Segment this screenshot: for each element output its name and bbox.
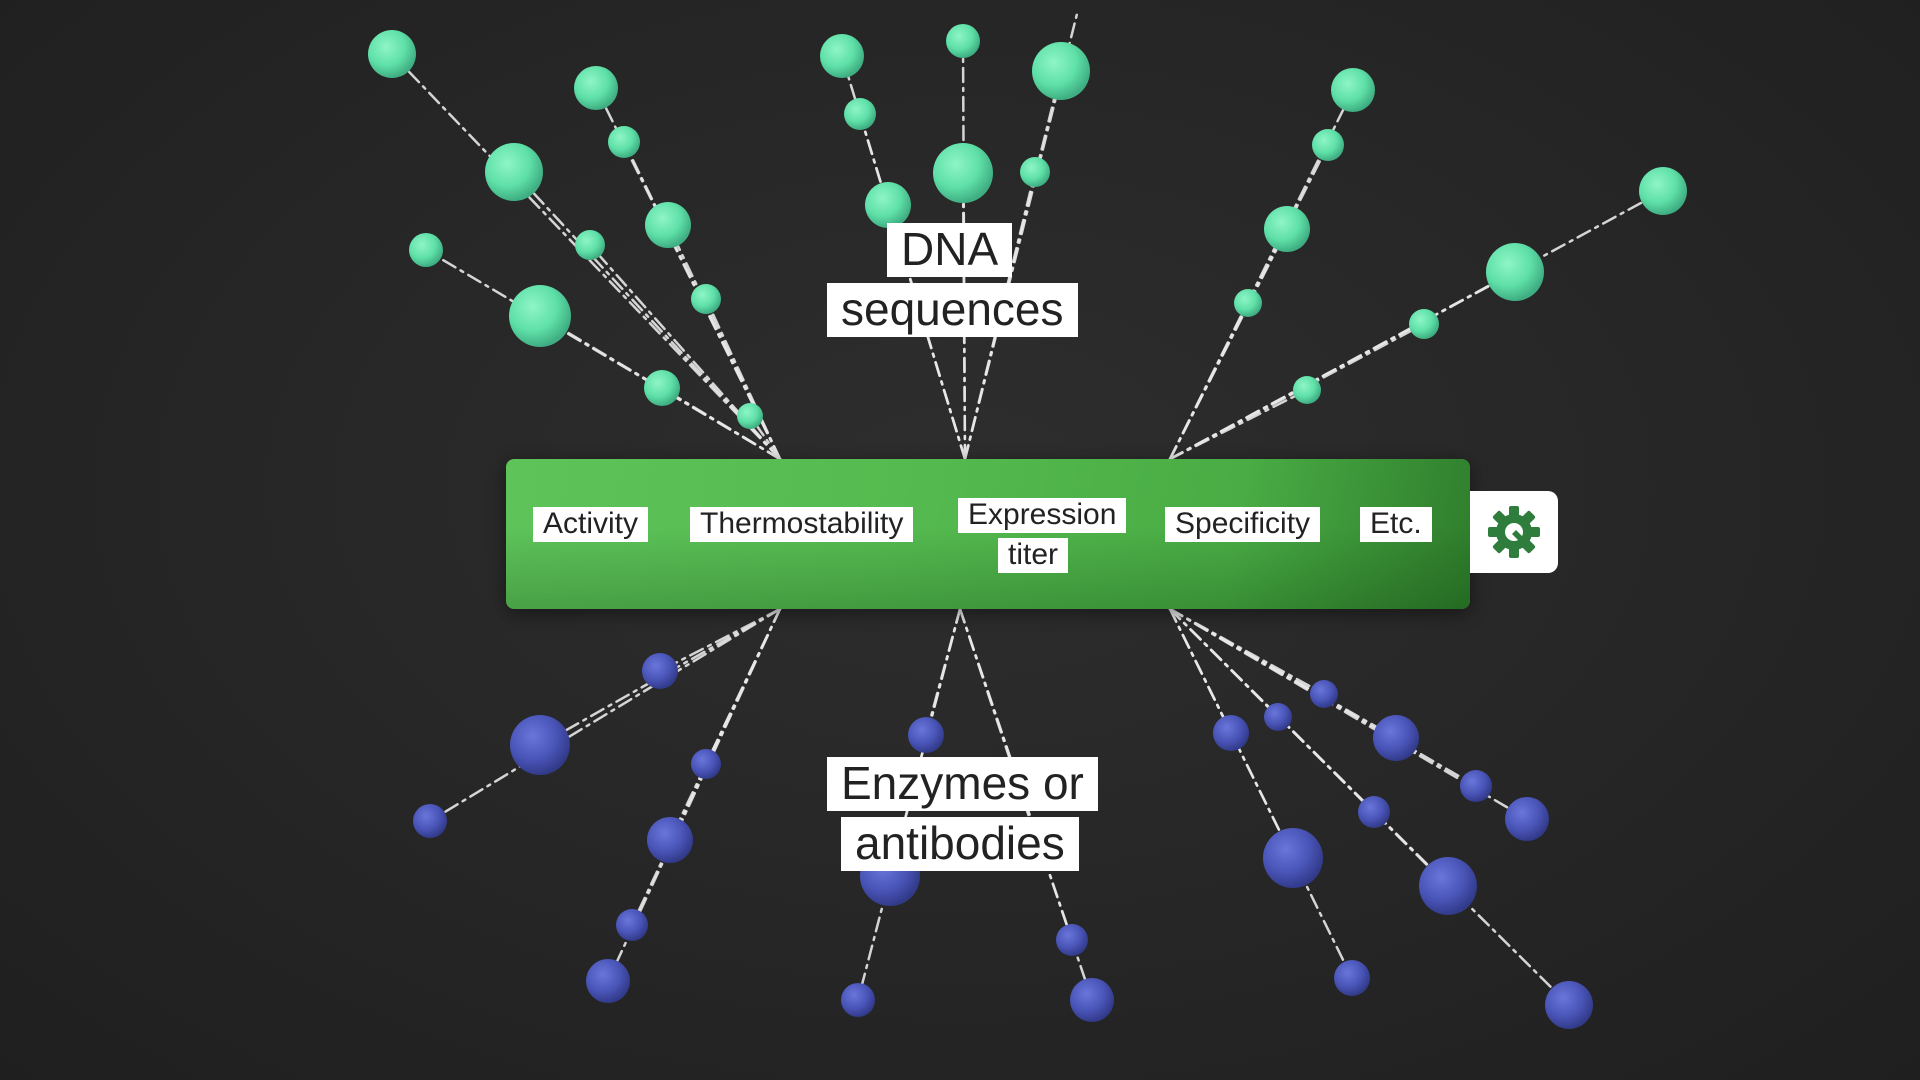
output-label-line2: antibodies [841,817,1079,871]
output-node [1310,680,1338,708]
output-node [691,749,721,779]
input-node [737,403,763,429]
input-node [409,233,443,267]
nodes [368,24,1687,1029]
property-specificity: Specificity [1165,507,1321,542]
connector-line [704,297,782,461]
input-node [1234,289,1262,317]
connector-line [658,607,782,673]
output-node [642,653,678,689]
output-node [1545,981,1593,1029]
output-node [1264,703,1292,731]
input-node [574,66,618,110]
input-node [1409,309,1439,339]
input-node [608,126,640,158]
output-node [841,983,875,1017]
input-node [933,143,993,203]
input-node [844,98,876,130]
input-node [645,202,691,248]
property-expression-titer-line2: titer [998,538,1069,573]
connector-line [1168,607,1233,735]
input-node [1331,68,1375,112]
input-node [1020,157,1050,187]
property-etc: Etc. [1360,507,1432,542]
connector-line [704,607,782,766]
connector-line [1168,388,1309,461]
output-node [1358,796,1390,828]
output-node [1505,797,1549,841]
connector-line [961,171,967,461]
input-node [691,284,721,314]
output-node [908,717,944,753]
connector-line [958,607,1042,852]
input-node [1312,129,1344,161]
output-node [1263,828,1323,888]
output-node [413,804,447,838]
property-thermostability: Thermostability [690,507,914,542]
output-node [616,909,648,941]
connector-line [886,203,967,461]
output-node [510,715,570,775]
property-expression-titer-line1: Expression [958,498,1127,533]
connector-line [588,243,782,461]
input-node [820,34,864,78]
gear-logo-icon [1488,506,1540,558]
output-node [1419,857,1477,915]
connector-line [924,607,962,737]
input-node [865,182,911,228]
connector-line [1168,607,1280,719]
input-label-line2: sequences [827,283,1078,337]
connector-line [512,170,782,461]
output-node [1334,960,1370,996]
input-label-line1: DNA [887,223,1013,277]
output-label-line1: Enzymes or [827,757,1098,811]
property-activity: Activity [533,507,649,542]
input-node [644,370,680,406]
input-node [1264,206,1310,252]
output-node [1213,715,1249,751]
output-node [1460,770,1492,802]
input-node [1639,167,1687,215]
output-node [1056,924,1088,956]
output-node [1373,715,1419,761]
output-node [647,817,693,863]
output-node [1070,978,1114,1022]
input-node [509,285,571,347]
connector-line [1168,301,1250,461]
input-node [485,143,543,201]
input-node [368,30,416,78]
input-node [946,24,980,58]
connector-line [428,607,782,823]
output-node [586,959,630,1003]
input-node [1032,42,1090,100]
input-node [1486,243,1544,301]
connector-line [1168,607,1326,696]
model-bar [506,459,1470,609]
input-node [1293,376,1321,404]
input-node [575,230,605,260]
logo-card [1470,491,1558,573]
